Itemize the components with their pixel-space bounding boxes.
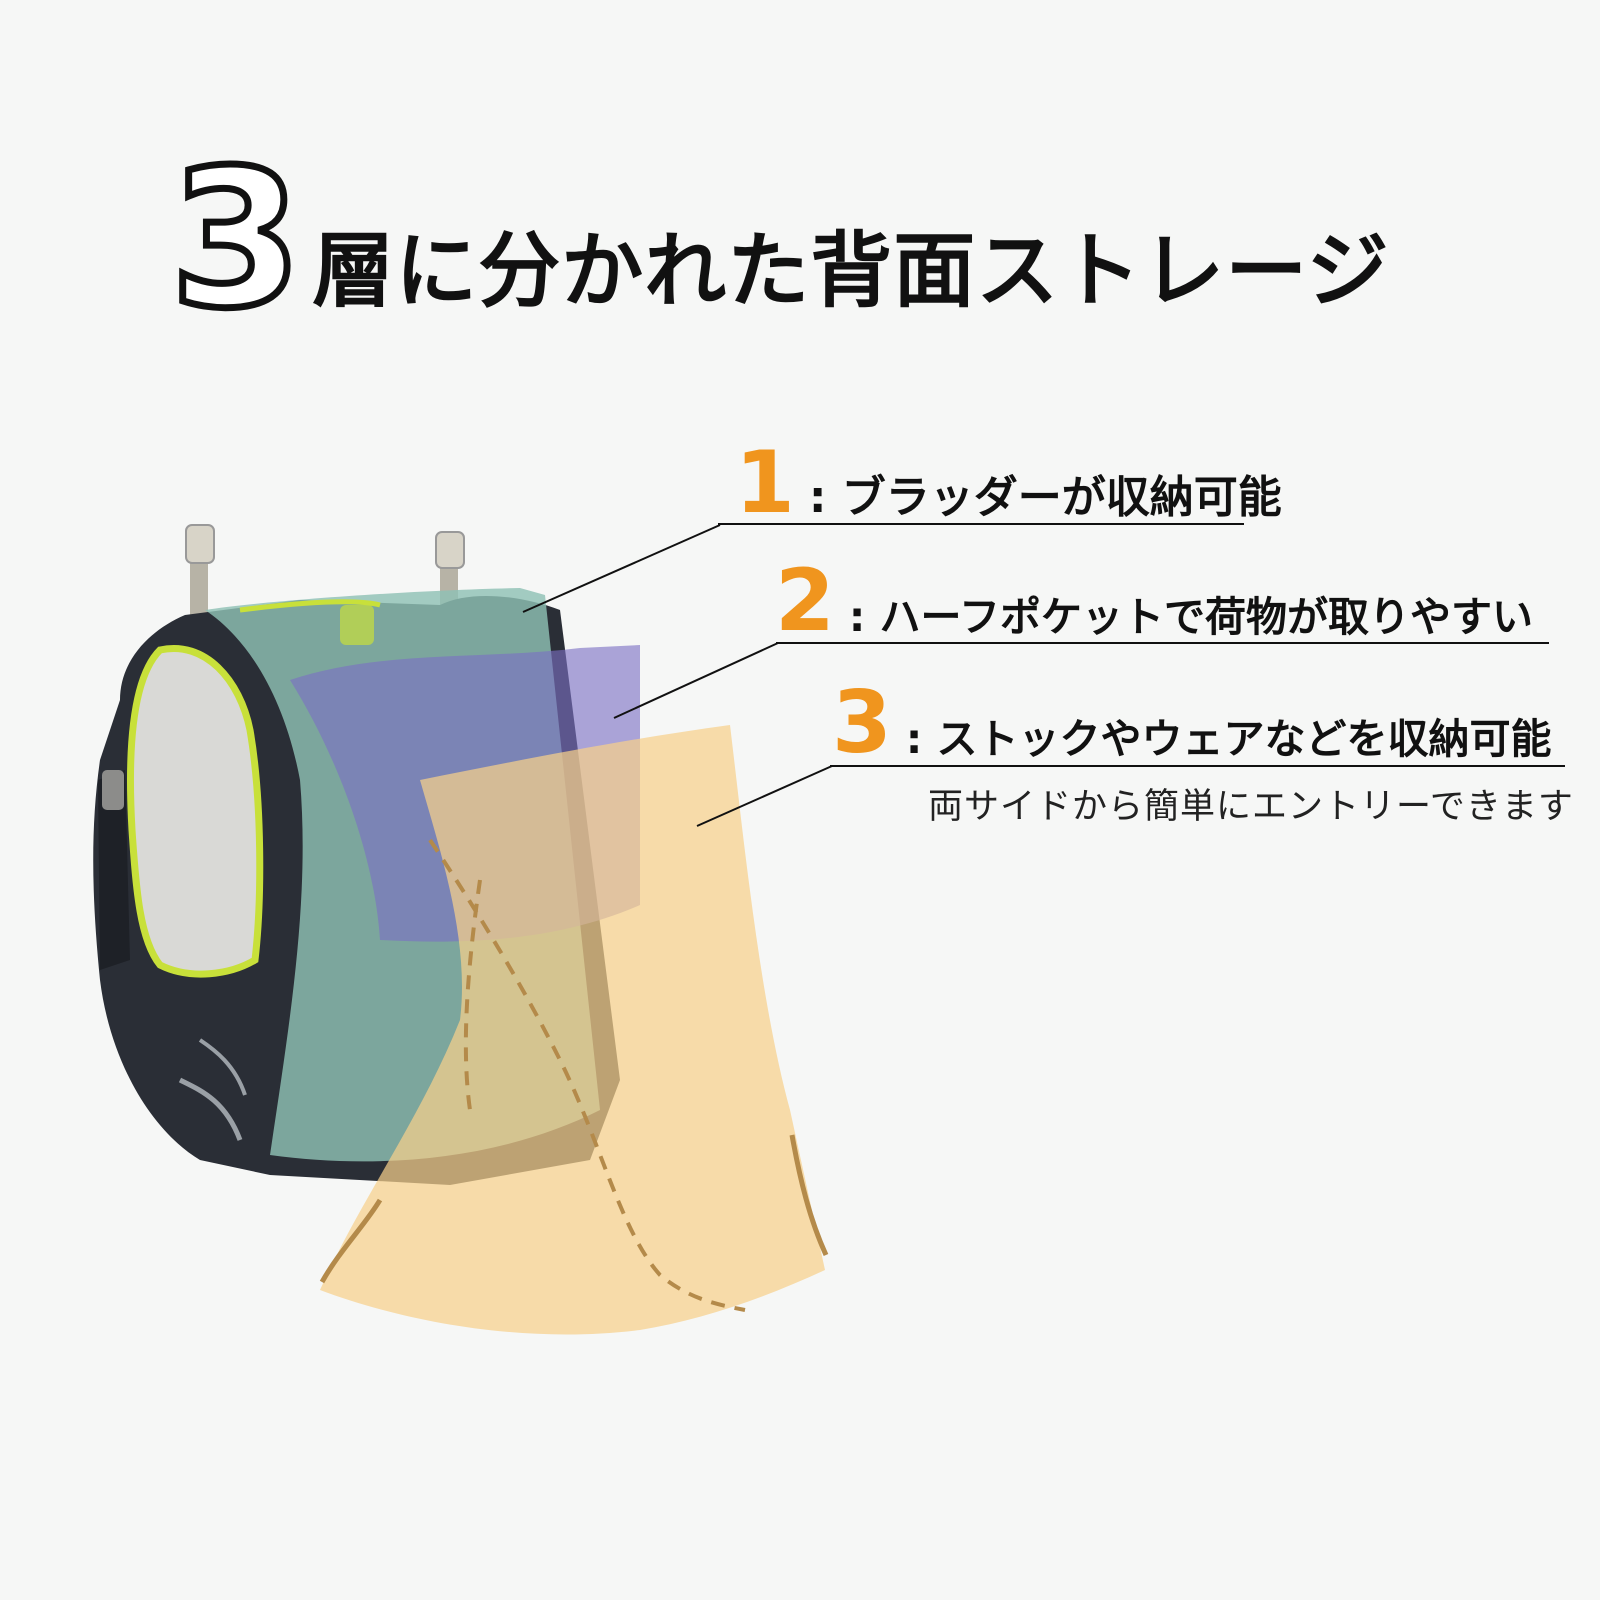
dashed-entry-line	[428, 838, 746, 1312]
dashed-entry-line	[463, 879, 482, 1111]
callout-2-text: : ハーフポケットで荷物が取りやすい	[848, 593, 1534, 641]
leader-line-2	[613, 642, 779, 719]
callout-3-number: 3	[832, 673, 892, 773]
callout-1-number: 1	[735, 433, 795, 533]
layer-3-stash-pocket	[320, 725, 825, 1335]
callout-2: 2 : ハーフポケットで荷物が取りやすい	[775, 558, 1533, 644]
callout-3-rule	[830, 765, 1565, 767]
callout-3: 3 : ストックやウェアなどを収納可能	[832, 680, 1552, 766]
pocket-edge	[319, 1198, 383, 1284]
zipper-pull	[340, 605, 374, 645]
bottle-nozzle-left	[185, 524, 215, 625]
reflective-stripe	[198, 1038, 247, 1096]
callout-2-number: 2	[775, 551, 835, 651]
callout-3-text: : ストックやウェアなどを収納可能	[905, 715, 1552, 763]
page-title: 3 層に分かれた背面ストレージ	[166, 141, 1390, 338]
arm-hole	[126, 645, 264, 978]
zipper-trim	[239, 599, 381, 613]
leader-line-1	[522, 524, 721, 613]
callout-1: 1 : ブラッダーが収納可能	[735, 440, 1282, 526]
title-text: 層に分かれた背面ストレージ	[312, 224, 1390, 319]
leader-line-3	[696, 765, 833, 827]
title-number: 3	[166, 129, 305, 350]
side-pocket	[98, 770, 130, 970]
callout-1-text: : ブラッダーが収納可能	[808, 472, 1282, 523]
callout-3-subtext: 両サイドから簡単にエントリーできます	[928, 787, 1574, 827]
callout-2-rule	[776, 642, 1549, 644]
side-bottle	[102, 770, 124, 810]
reflective-stripe	[178, 1077, 243, 1141]
callout-1-rule	[718, 523, 1244, 525]
pocket-edge	[789, 1134, 829, 1257]
